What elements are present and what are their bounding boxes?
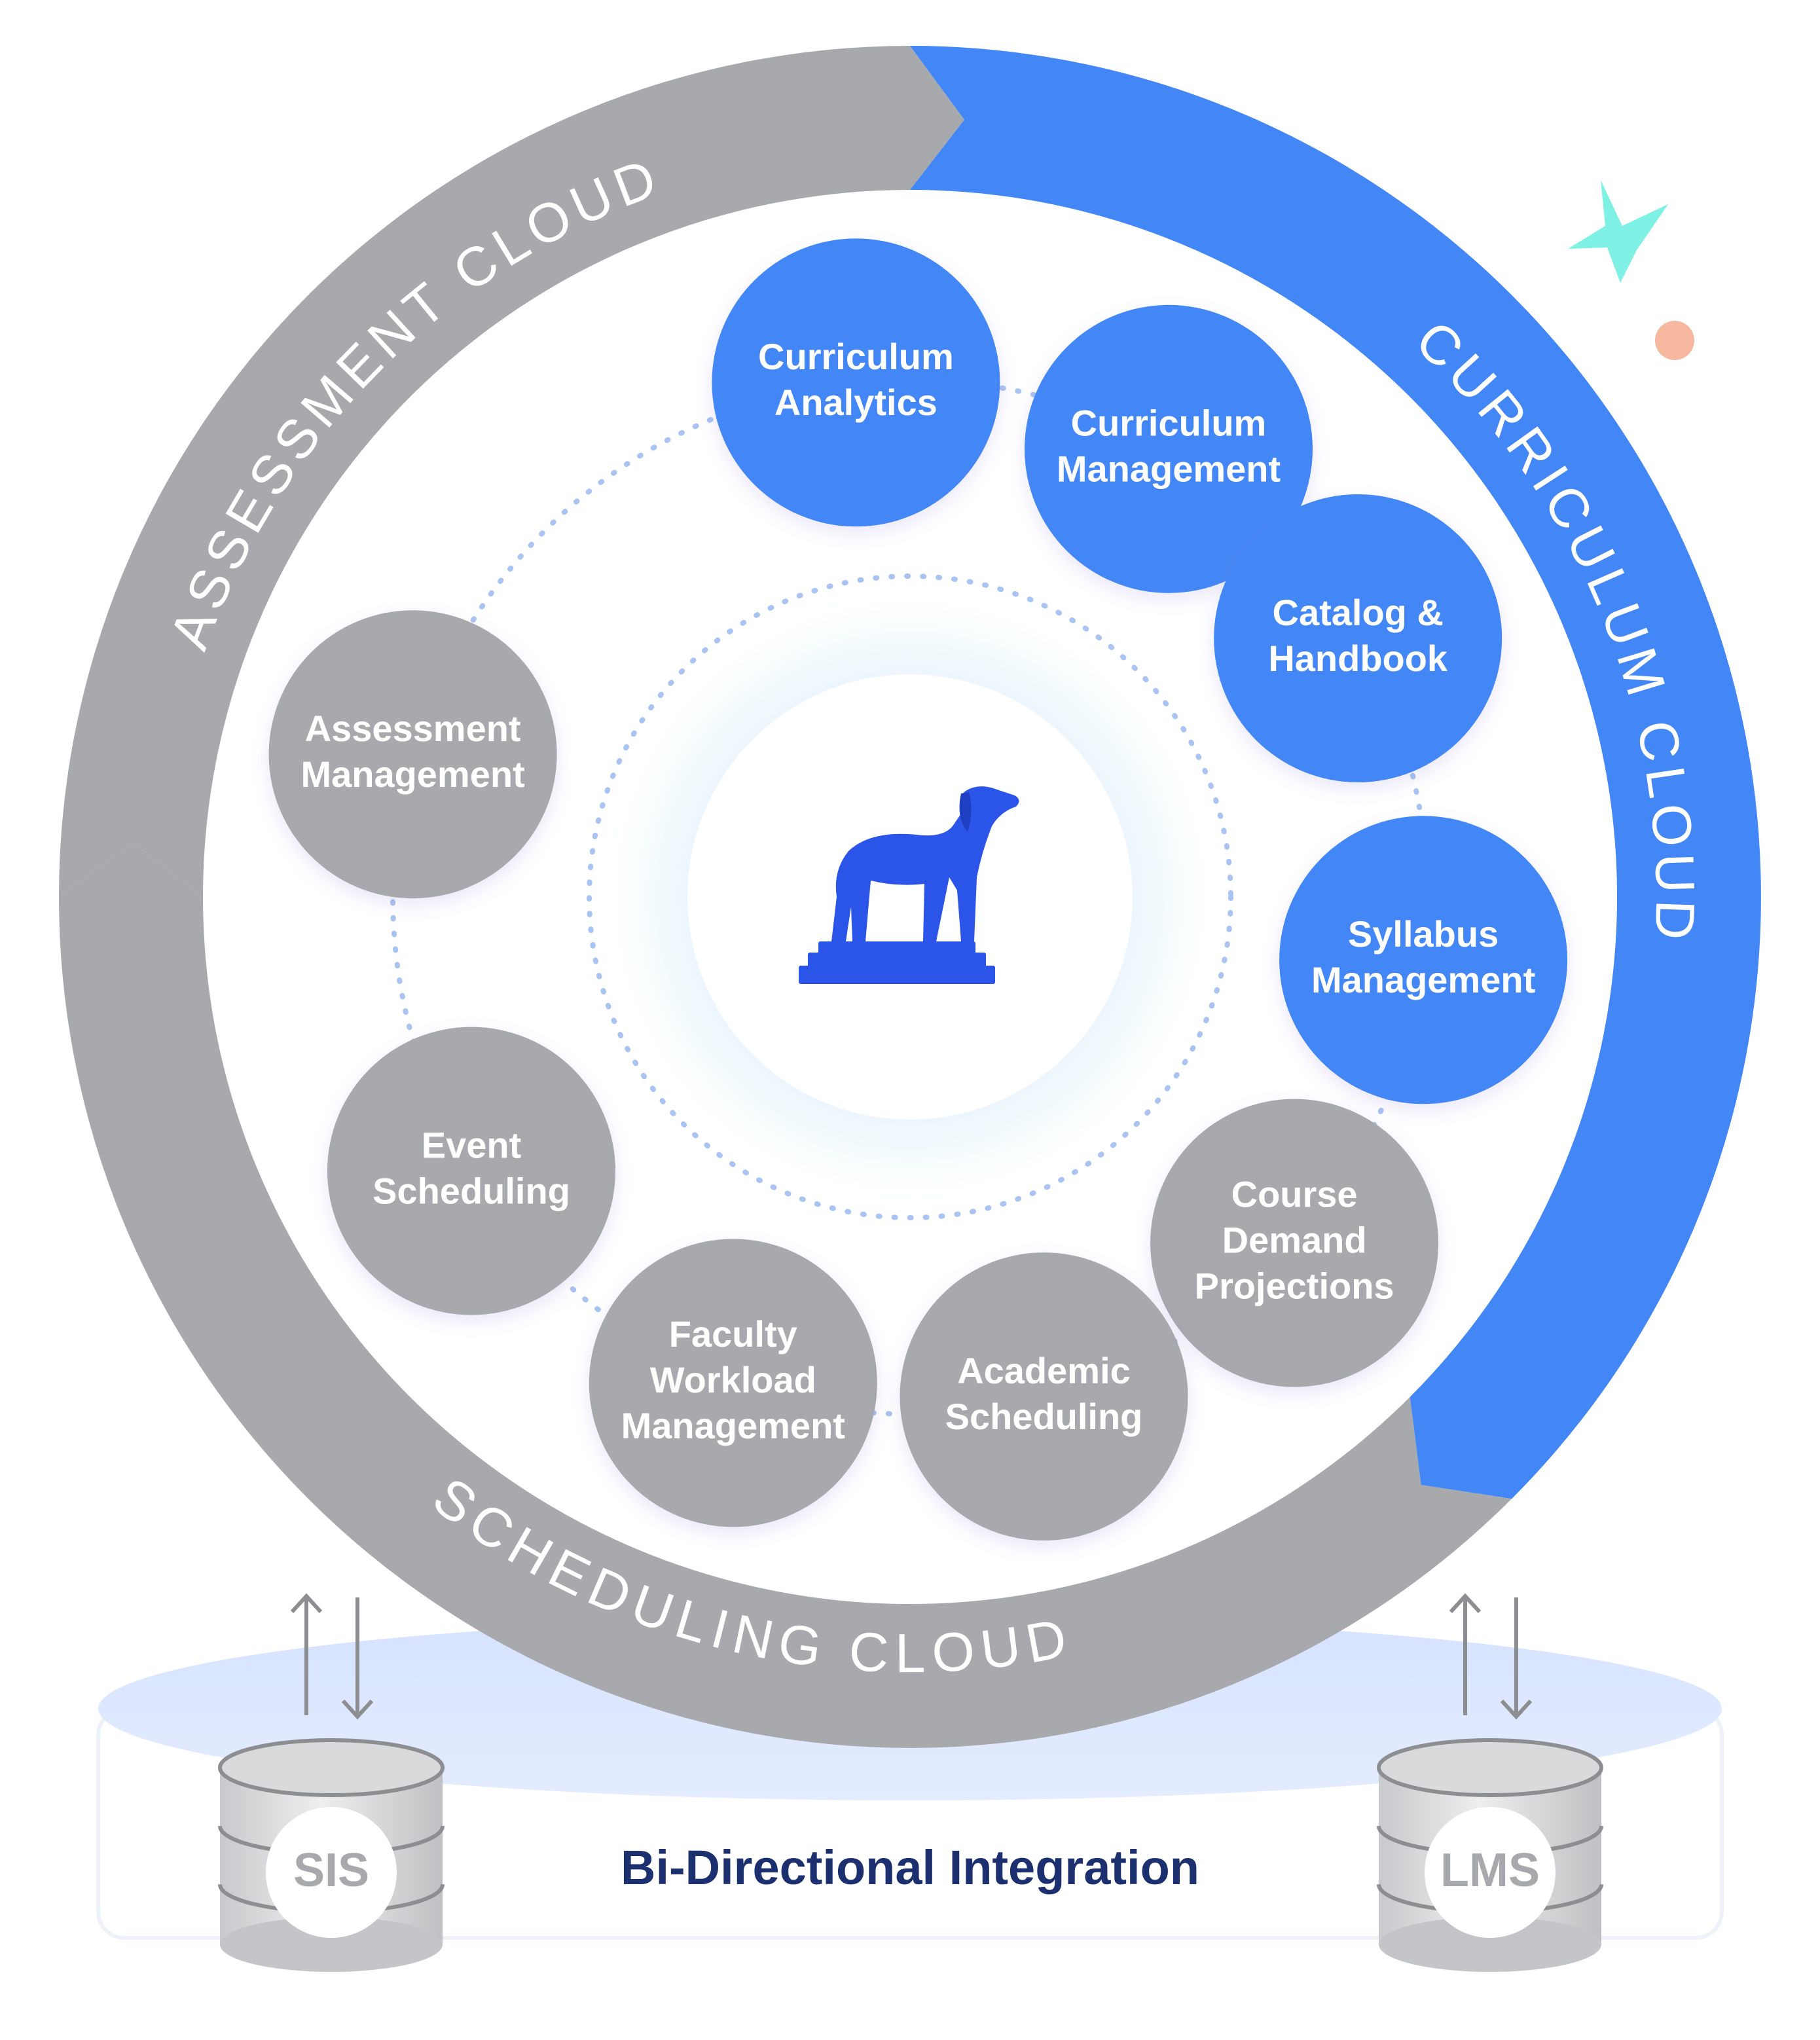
node-circle	[1150, 1099, 1439, 1387]
node-label-line: Management	[300, 754, 524, 795]
node-label-line: Management	[621, 1405, 845, 1446]
lms-database[interactable]: LMS	[1377, 1738, 1603, 1972]
platform-label: Bi-Directional Integration	[621, 1840, 1199, 1895]
node-label-line: Analytics	[774, 382, 937, 423]
star-decoration-icon	[1568, 180, 1668, 283]
cylinder-badge	[1425, 1807, 1556, 1938]
node-label-line: Curriculum	[758, 336, 954, 377]
node-circle	[712, 238, 1000, 527]
cylinder-top	[218, 1738, 445, 1797]
database-label: SIS	[293, 1844, 369, 1897]
center-dotted-ring	[587, 574, 1233, 1220]
node-circle	[589, 1239, 877, 1527]
node-circle	[268, 610, 557, 899]
node-label-line: Demand	[1222, 1219, 1367, 1260]
database-label: LMS	[1440, 1844, 1540, 1897]
center-disc	[687, 674, 1133, 1120]
node-label-line: Assessment	[305, 708, 521, 749]
cylinder-bottom	[220, 1917, 443, 1972]
node-label-line: Course	[1231, 1173, 1358, 1214]
node-circle	[1025, 304, 1313, 593]
dog-statue-icon	[799, 786, 1019, 984]
integration-arrows	[290, 1593, 1533, 1720]
node-circle	[1279, 816, 1568, 1104]
scheduling-cloud-arc	[59, 843, 1512, 1748]
node-label-line: Handbook	[1268, 638, 1448, 679]
lms-arrows	[1449, 1593, 1533, 1720]
cylinder-top	[1377, 1738, 1603, 1797]
cylinder-bottom	[1379, 1917, 1601, 1972]
databases: SIS LMS	[218, 1738, 1603, 1972]
node-label-line: Management	[1057, 448, 1281, 490]
sis-up-arrowhead	[290, 1593, 323, 1614]
sis-arrows	[290, 1593, 374, 1720]
sis-down-arrowhead	[341, 1699, 374, 1720]
assessment-cloud-arc	[59, 46, 964, 897]
node-label-line: Workload	[650, 1359, 816, 1400]
lms-down-arrowhead	[1500, 1699, 1533, 1720]
node-label-line: Faculty	[669, 1313, 797, 1355]
cylinder-badge	[266, 1807, 397, 1938]
node-circle	[1214, 494, 1502, 782]
lms-up-arrowhead	[1449, 1593, 1482, 1614]
node-label-line: Academic	[957, 1350, 1131, 1391]
node-label-line: Event	[422, 1124, 522, 1165]
center-hub	[587, 574, 1233, 1220]
node-label-line: Syllabus	[1348, 913, 1499, 955]
node-label-line: Curriculum	[1071, 403, 1267, 444]
curriculum-cloud-arc	[910, 46, 1761, 1499]
node-label-line: Scheduling	[945, 1396, 1143, 1437]
node-label-line: Projections	[1195, 1265, 1394, 1306]
node-circle	[327, 1027, 615, 1315]
node-label-line: Catalog &	[1273, 592, 1444, 633]
node-label-line: Management	[1311, 959, 1535, 1000]
dot-decoration-icon	[1655, 321, 1694, 360]
node-label-line: Scheduling	[373, 1170, 570, 1211]
node-circle	[900, 1252, 1188, 1541]
node-catalog-handbook[interactable]: Catalog & Handbook	[1214, 494, 1502, 789]
sis-database[interactable]: SIS	[218, 1738, 445, 1972]
